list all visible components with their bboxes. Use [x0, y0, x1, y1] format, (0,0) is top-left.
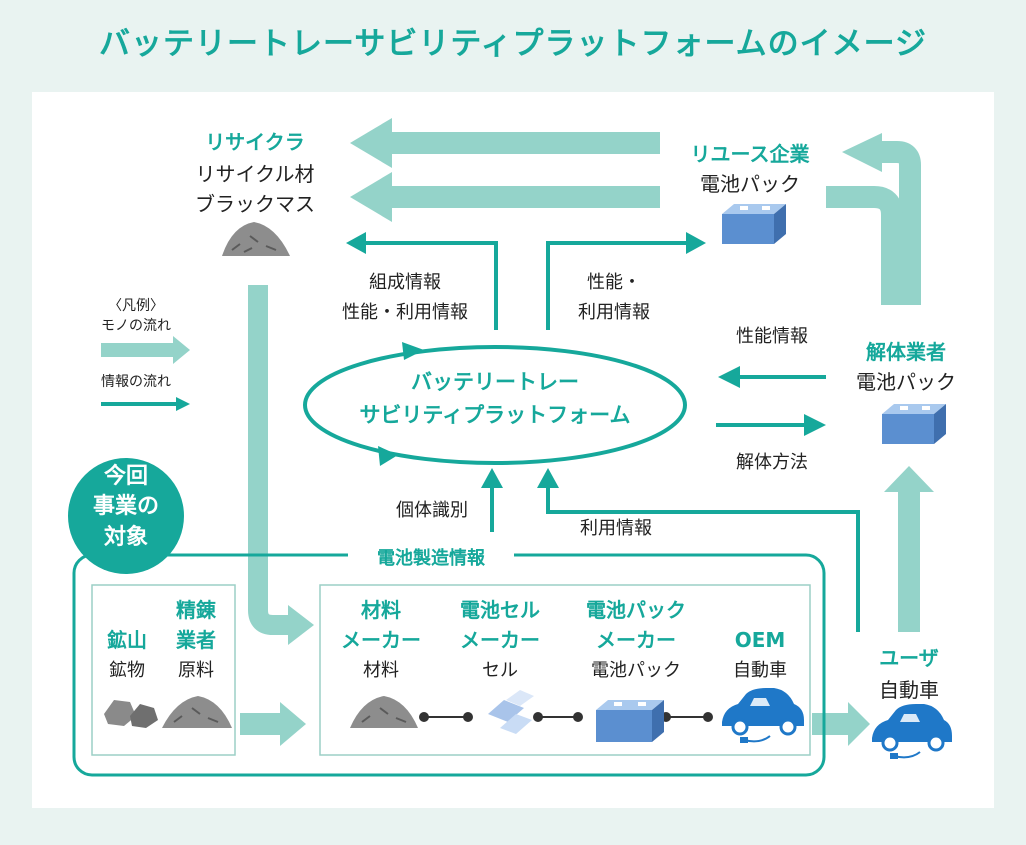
battery-pack-icon-reuse — [722, 204, 786, 244]
goods-arrowhead-oem-to-user — [848, 702, 870, 746]
goods-arrow-recycler-to-material — [248, 285, 290, 635]
recycler-line2: ブラックマス — [195, 192, 315, 216]
goods-arrow-oem-to-user — [812, 713, 850, 735]
goods-arrow-user-to-dismantler — [898, 490, 920, 632]
platform-ellipse — [303, 345, 687, 465]
info-arrow-to-recycler — [364, 241, 498, 330]
electric-car-icon-user — [872, 704, 952, 759]
material-maker-name-line2: メーカー — [341, 628, 421, 652]
legend-goods-arrow-head — [173, 336, 190, 364]
info-individual-id: 個体識別 — [396, 500, 468, 521]
platform-inner-arrowhead-right — [378, 446, 398, 466]
black-mass-pile-icon — [222, 222, 290, 256]
info-arrowhead-perf-to-platform — [718, 366, 740, 388]
user-line1: 自動車 — [879, 678, 939, 702]
info-composition-line2: 性能・利用情報 — [342, 302, 468, 323]
info-arrowhead-method-to-dismantler — [804, 414, 826, 436]
cell-maker-name-line2: メーカー — [460, 628, 540, 652]
goods-arrow-dismantler-to-recycler — [392, 186, 660, 208]
info-arrowhead-to-recycler — [346, 232, 366, 254]
platform-line2: サビリティプラットフォーム — [359, 402, 631, 427]
goods-arrowhead-dismantler-to-reuse — [842, 133, 882, 172]
material-maker-name-line1: 材料 — [361, 598, 401, 622]
info-arrowhead-usage-to-platform — [537, 468, 559, 488]
dismantler-line1: 電池パック — [856, 370, 956, 394]
platform-inner-arrowhead-left — [402, 342, 424, 360]
platform-line1: バッテリートレー — [411, 370, 579, 394]
refiner-line1: 原料 — [178, 660, 214, 681]
ore-rocks-icon — [104, 700, 158, 728]
page-title: バッテリートレーサビリティプラットフォームのイメージ — [99, 26, 927, 62]
cell-maker-line1: セル — [482, 660, 518, 681]
info-usage: 利用情報 — [580, 518, 652, 539]
legend-goods-arrow-shaft — [101, 343, 175, 357]
pack-maker-name-line2: メーカー — [596, 628, 676, 652]
platform-label: バッテリートレー サビリティプラットフォーム — [315, 366, 675, 431]
refiner-name-line1: 精錬 — [176, 598, 216, 622]
mine-name: 鉱山 — [107, 628, 147, 652]
goods-arrow-dismantler-bend — [826, 186, 903, 305]
info-arrow-to-reuse — [546, 241, 688, 330]
goods-arrowhead-user-to-dismantler — [884, 466, 934, 492]
mine-line1: 鉱物 — [109, 660, 145, 681]
goods-arrow-upstream-to-makers — [240, 713, 282, 735]
electric-car-icon-oem — [722, 688, 804, 743]
legend-info-arrowhead — [176, 397, 190, 411]
recycler-line1: リサイクル材 — [195, 162, 315, 186]
goods-arrowhead-reuse-to-recycler — [350, 118, 392, 168]
legend-info-flow: 情報の流れ — [101, 374, 171, 390]
legend-goods-flow: モノの流れ — [101, 318, 171, 334]
reuse-name: リユース企業 — [690, 142, 810, 166]
material-maker-line1: 材料 — [363, 660, 399, 681]
user-name: ユーザ — [879, 646, 939, 670]
battery-cell-icon — [488, 690, 534, 734]
scope-badge-circle — [68, 458, 184, 574]
oem-name: OEM — [734, 628, 786, 652]
pack-maker-line1: 電池パック — [591, 660, 681, 681]
oem-line1: 自動車 — [733, 660, 787, 681]
info-composition-line1: 組成情報 — [369, 272, 441, 293]
refiner-name-line2: 業者 — [176, 628, 216, 652]
info-arrow-usage-to-platform — [546, 486, 860, 632]
material-pile-icon — [350, 696, 418, 728]
pack-maker-name-line1: 電池パック — [586, 598, 686, 622]
battery-pack-icon-maker — [596, 700, 664, 742]
cell-maker-name-line1: 電池セル — [460, 598, 540, 622]
reuse-line1: 電池パック — [700, 172, 800, 196]
goods-arrowhead-upstream-to-makers — [280, 702, 306, 746]
scope-badge: 今回 事業の 対象 — [76, 462, 176, 553]
recycler-name: リサイクラ — [205, 130, 305, 154]
scope-badge-line2: 事業の — [92, 494, 159, 520]
goods-arrow-dismantler-to-reuse — [880, 141, 921, 305]
goods-arrowhead-dismantler-to-recycler — [350, 172, 392, 222]
info-arrowhead-id-to-platform — [481, 468, 503, 488]
battery-pack-icon-dismantler — [882, 404, 946, 444]
info-perf-line2: 利用情報 — [578, 302, 650, 323]
goods-arrowhead-recycler-to-material — [288, 605, 314, 645]
info-arrowhead-to-reuse — [686, 232, 706, 254]
info-perf-info: 性能情報 — [736, 326, 808, 347]
info-perf-line1: 性能・ — [587, 272, 641, 293]
battery-mfg-info-label: 電池製造情報 — [348, 544, 514, 570]
info-dismantle-method: 解体方法 — [736, 452, 808, 473]
scope-badge-line3: 対象 — [103, 524, 148, 550]
scope-badge-line1: 今回 — [103, 464, 148, 489]
dismantler-name: 解体業者 — [866, 340, 946, 364]
raw-material-pile-icon — [162, 696, 232, 728]
goods-arrow-reuse-to-recycler — [392, 132, 660, 154]
legend-heading: 〈凡例〉 — [108, 298, 164, 314]
